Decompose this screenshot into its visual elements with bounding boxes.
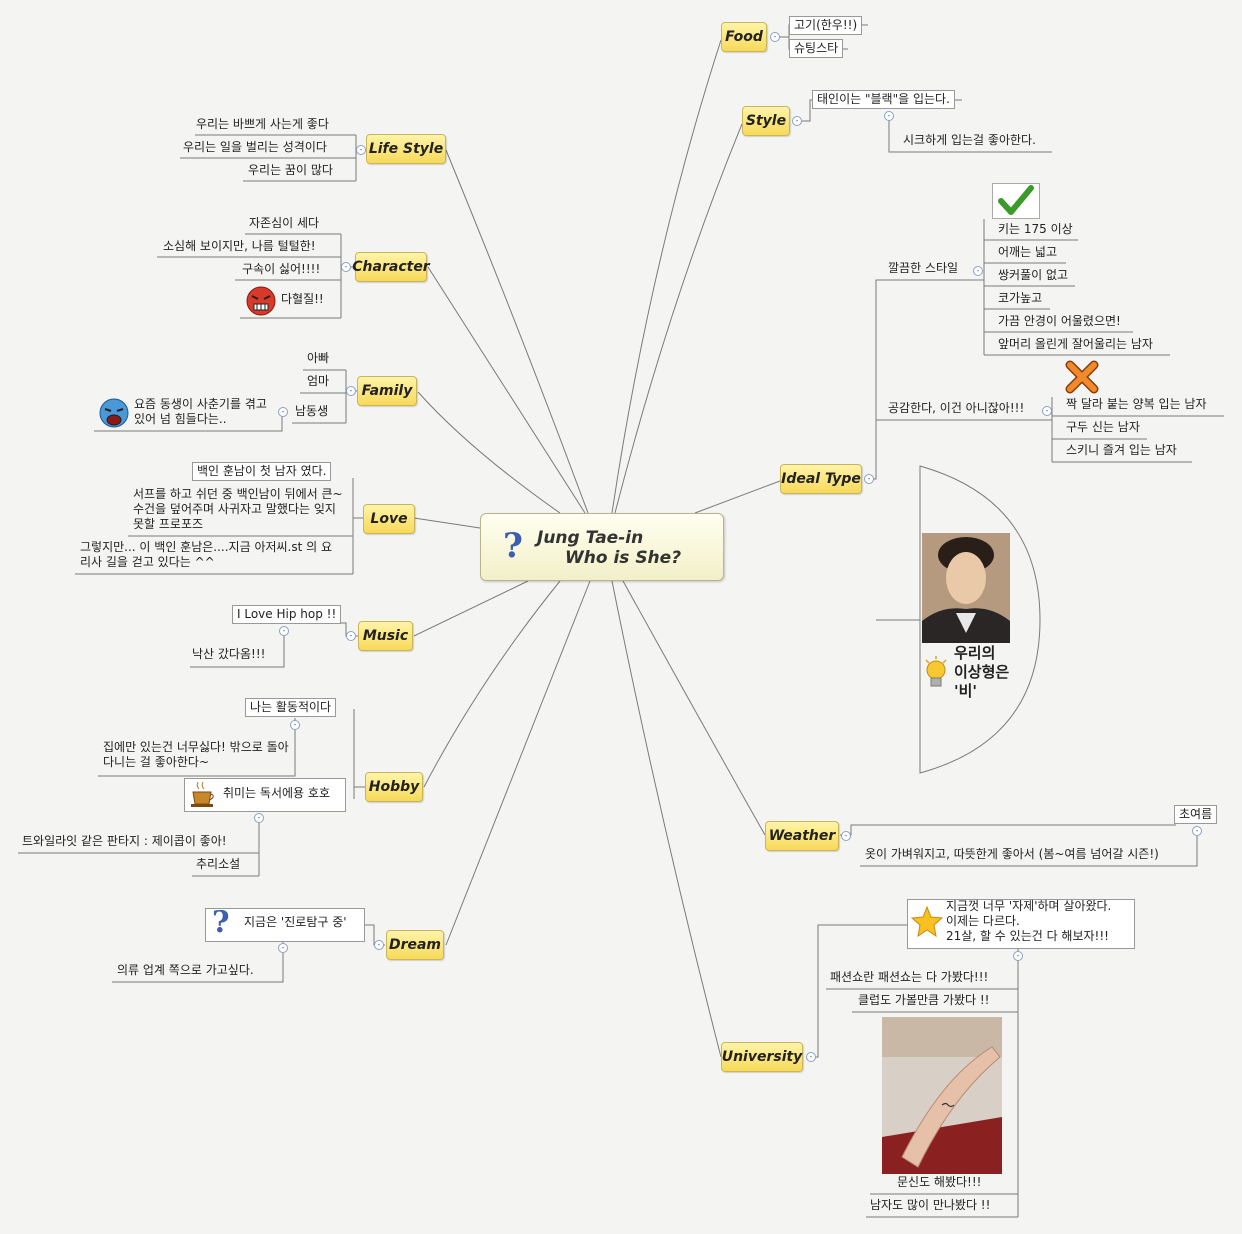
topic-music[interactable]: Music (358, 621, 413, 651)
collapse-toggle[interactable]: - (1013, 951, 1023, 961)
checkmark-icon (992, 183, 1040, 219)
ideal-clean-item: 코가높고 (998, 291, 1043, 305)
collapse-toggle[interactable]: - (973, 266, 983, 276)
collapse-toggle[interactable]: - (279, 626, 289, 636)
ideal-clean-style: 깔끔한 스타일 (888, 261, 959, 275)
ideal-clean-item: 키는 175 이상 (998, 222, 1073, 236)
weather-item: 초여름 (1174, 805, 1218, 824)
food-item: 고기(한우!!) (789, 16, 863, 35)
collapse-toggle[interactable]: - (806, 1052, 816, 1062)
collapse-toggle[interactable]: - (841, 831, 851, 841)
central-title-line1: Jung Tae-in (537, 528, 644, 548)
topic-hobby[interactable]: Hobby (365, 772, 423, 802)
lifestyle-item: 우리는 일을 벌리는 성격이다 (183, 140, 327, 154)
hobby-item: 추리소설 (196, 857, 241, 871)
collapse-toggle[interactable]: - (356, 145, 366, 155)
topic-life-style[interactable]: Life Style (366, 134, 446, 164)
lightbulb-icon (924, 656, 948, 692)
family-item: 엄마 (307, 374, 330, 388)
hobby-item: 취미는 독서에용 호호 (223, 786, 330, 800)
food-item: 슈팅스타 (789, 39, 844, 58)
family-note: 요즘 동생이 사춘기를 겪고 있어 넘 힘들다는.. (134, 397, 267, 426)
tattoo-photo (882, 1017, 1002, 1174)
dream-item: 의류 업계 쪽으로 가고싶다. (117, 963, 254, 977)
question-mark-icon: ? (503, 526, 523, 566)
university-item: 패션쇼란 패션쇼는 다 가봤다!!! (830, 970, 989, 984)
university-item: 남자도 많이 만나봤다 !! (870, 1198, 991, 1212)
university-item: 문신도 해봤다!!! (897, 1175, 982, 1189)
love-item: 그렇지만... 이 백인 훈남은....지금 아저씨.st 의 요리사 길을 걷… (80, 540, 333, 569)
coffee-cup-icon (190, 780, 216, 808)
style-item: 시크하게 입는걸 좋아한다. (903, 133, 1036, 147)
topic-love[interactable]: Love (363, 504, 415, 534)
dream-box (205, 908, 365, 942)
topic-university[interactable]: University (721, 1042, 803, 1072)
topic-food[interactable]: Food (721, 22, 767, 52)
collapse-toggle[interactable]: - (770, 32, 780, 42)
ideal-clean-item: 쌍커풀이 없고 (998, 268, 1069, 282)
collapse-toggle[interactable]: - (864, 474, 874, 484)
university-star-line: 21살, 할 수 있는건 다 해보자!!! (946, 929, 1109, 943)
character-item: 구속이 싫어!!!! (242, 262, 321, 276)
topic-family[interactable]: Family (357, 376, 417, 406)
ideal-callout-line1: 우리의 (954, 644, 996, 662)
angry-face-icon (245, 285, 277, 317)
ideal-callout-line3: '비' (954, 682, 977, 700)
music-item: 낙산 갔다옴!!! (192, 647, 266, 661)
ideal-dislike-item: 짝 달라 붙는 양복 입는 남자 (1066, 397, 1207, 411)
crying-face-icon (98, 397, 130, 429)
hobby-item: 집에만 있는건 너무싫다! 밖으로 돌아다니는 걸 좋아한다~ (103, 740, 289, 769)
collapse-toggle[interactable]: - (884, 111, 894, 121)
topic-dream[interactable]: Dream (386, 930, 444, 960)
ideal-type-photo (922, 533, 1010, 643)
collapse-toggle[interactable]: - (346, 631, 356, 641)
music-item: I Love Hip hop !! (232, 605, 342, 624)
hobby-item: 나는 활동적이다 (245, 698, 337, 717)
character-item: 소심해 보이지만, 나름 털털한! (163, 239, 316, 253)
question-mark-icon: ? (212, 905, 230, 940)
topic-character[interactable]: Character (352, 252, 430, 282)
weather-item: 옷이 가벼워지고, 따뜻한게 좋아서 (봄~여름 넘어갈 시즌!) (865, 847, 1159, 861)
collapse-toggle[interactable]: - (1042, 406, 1052, 416)
hobby-item: 트와일라잇 같은 판타지 : 제이콥이 좋아! (22, 834, 227, 848)
central-title-line2: Who is She? (565, 548, 682, 568)
collapse-toggle[interactable]: - (792, 116, 802, 126)
dream-item: 지금은 '진로탐구 중' (244, 915, 347, 929)
university-item: 클럽도 가볼만큼 가봤다 !! (858, 993, 990, 1007)
topic-ideal-type[interactable]: Ideal Type (780, 464, 862, 494)
love-item: 서프를 하고 쉬던 중 백인남이 뒤에서 큰~ 수건을 덮어주며 사귀자고 말했… (133, 487, 343, 531)
star-icon (910, 905, 944, 939)
ideal-dislike-item: 구두 신는 남자 (1066, 420, 1140, 434)
ideal-dislike-item: 스키니 즐겨 입는 남자 (1066, 443, 1177, 457)
university-star-line: 이제는 다르다. (946, 914, 1020, 928)
cross-icon (1064, 359, 1100, 395)
topic-weather[interactable]: Weather (765, 821, 839, 851)
ideal-clean-item: 앞머리 올린게 잘어울리는 남자 (998, 337, 1153, 351)
ideal-dislike: 공감한다, 이건 아니잖아!!! (888, 401, 1025, 415)
collapse-toggle[interactable]: - (278, 943, 288, 953)
ideal-callout-line2: 이상형은 (954, 663, 1010, 681)
lifestyle-item: 우리는 꿈이 많다 (248, 163, 333, 177)
lifestyle-item: 우리는 바쁘게 사는게 좋다 (196, 117, 329, 131)
style-item: 태인이는 "블랙"을 입는다. (812, 90, 955, 109)
university-star-box (907, 899, 1135, 949)
character-item: 자존심이 세다 (249, 216, 320, 230)
ideal-clean-item: 가끔 안경이 어울렸으면! (998, 314, 1121, 328)
collapse-toggle[interactable]: - (290, 720, 300, 730)
character-item: 다혈질!! (281, 292, 324, 306)
central-topic[interactable]: ? Jung Tae-in Who is She? (480, 513, 724, 581)
collapse-toggle[interactable]: - (278, 407, 288, 417)
collapse-toggle[interactable]: - (341, 262, 351, 272)
collapse-toggle[interactable]: - (1192, 826, 1202, 836)
family-item: 남동생 (295, 404, 329, 418)
love-item: 백인 훈남이 첫 남자 였다. (192, 462, 332, 481)
collapse-toggle[interactable]: - (374, 940, 384, 950)
family-item: 아빠 (307, 351, 330, 365)
collapse-toggle[interactable]: - (346, 386, 356, 396)
collapse-toggle[interactable]: - (254, 813, 264, 823)
topic-style[interactable]: Style (742, 106, 790, 136)
ideal-clean-item: 어깨는 넓고 (998, 245, 1058, 259)
university-star-line: 지금껏 너무 '자제'하며 살아왔다. (946, 899, 1112, 913)
